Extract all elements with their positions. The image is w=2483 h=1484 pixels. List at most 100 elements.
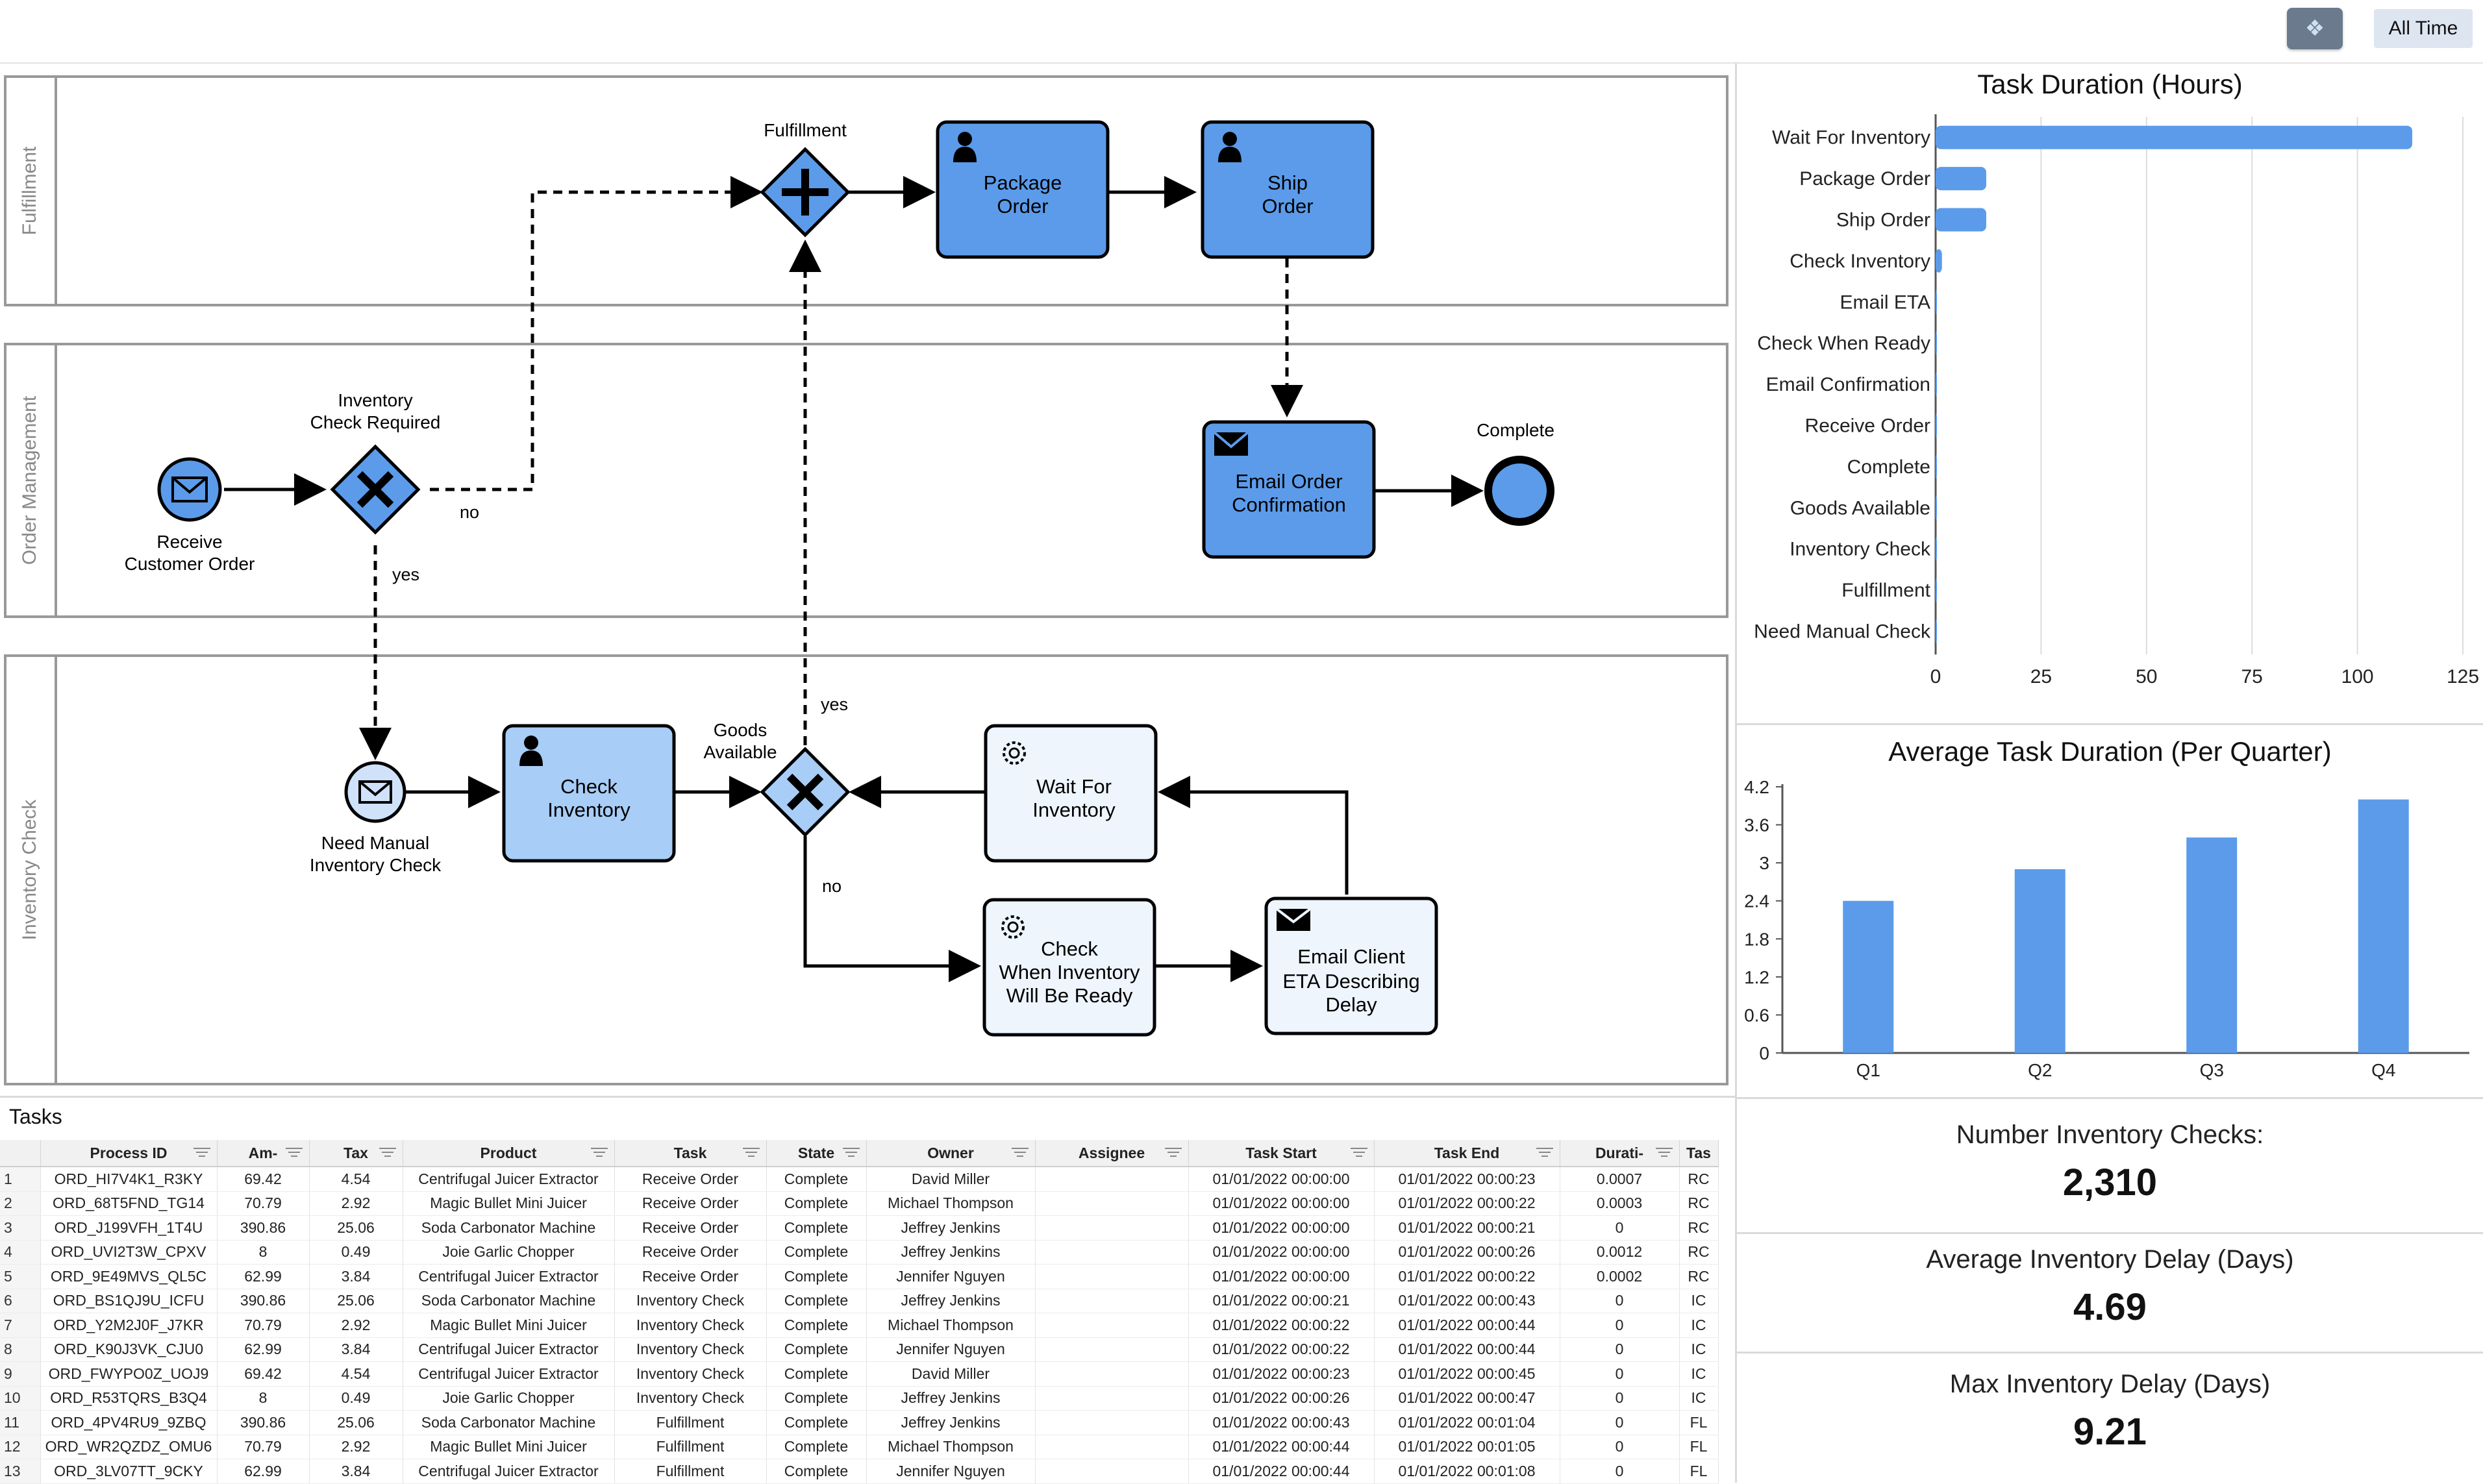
column-header[interactable]: Am- <box>217 1140 310 1167</box>
fulfillment-gateway[interactable]: Fulfillment <box>760 120 851 238</box>
x-tick-label: Q4 <box>2371 1060 2395 1080</box>
bar[interactable] <box>1936 414 1937 438</box>
table-cell: Michael Thompson <box>866 1191 1036 1216</box>
filter-icon[interactable] <box>842 1148 860 1158</box>
table-cell: 01/01/2022 00:00:00 <box>1188 1215 1375 1241</box>
task-label: Confirmation <box>1232 493 1346 516</box>
row-number: 12 <box>0 1435 41 1459</box>
bar[interactable] <box>1936 537 1937 561</box>
bar[interactable] <box>1843 900 1894 1053</box>
column-header[interactable]: Assignee <box>1035 1140 1189 1167</box>
table-cell: Receive Order <box>614 1215 767 1241</box>
filter-icon[interactable] <box>1655 1148 1673 1158</box>
bar[interactable] <box>2014 869 2065 1053</box>
task-ship-order[interactable]: Ship Order <box>1201 120 1375 259</box>
bar[interactable] <box>1936 373 1937 397</box>
column-header[interactable]: Durati- <box>1560 1140 1680 1167</box>
event-need-manual-inventory-check[interactable]: Need Manual Inventory Check <box>310 761 442 875</box>
table-cell: ORD_HI7V4K1_R3KY <box>40 1167 218 1192</box>
snapshot-button[interactable]: ❖ <box>2287 8 2343 49</box>
filter-icon[interactable] <box>1164 1148 1182 1158</box>
table-cell <box>1035 1167 1189 1192</box>
column-header[interactable]: Product <box>403 1140 615 1167</box>
table-cell: 01/01/2022 00:00:43 <box>1374 1289 1560 1313</box>
bar[interactable] <box>1936 331 1937 355</box>
time-filter-button[interactable]: All Time <box>2374 9 2473 48</box>
table-cell: 0.0002 <box>1560 1264 1680 1289</box>
task-email-order-confirmation[interactable]: Email Order Confirmation <box>1202 420 1376 559</box>
gateway-goods-available[interactable]: Goods Available <box>703 720 851 837</box>
column-header[interactable]: Process ID <box>40 1140 218 1167</box>
bar[interactable] <box>1936 167 1986 191</box>
filter-icon[interactable] <box>590 1148 608 1158</box>
column-header-label: State <box>797 1144 835 1161</box>
bar[interactable] <box>2358 799 2409 1053</box>
table-cell: Complete <box>766 1410 867 1435</box>
bar[interactable] <box>1936 578 1937 602</box>
column-header[interactable]: Tax <box>309 1140 403 1167</box>
bar[interactable] <box>1936 496 1937 520</box>
column-header[interactable]: Tas <box>1679 1140 1719 1167</box>
bar[interactable] <box>1936 290 1937 314</box>
table-cell: ORD_FWYPO0Z_UOJ9 <box>40 1361 218 1387</box>
filter-icon[interactable] <box>1536 1148 1553 1158</box>
panel-divider[interactable] <box>1735 64 1737 1483</box>
table-cell: 0 <box>1560 1289 1680 1313</box>
task-package-order[interactable]: Package Order <box>936 120 1110 259</box>
bar[interactable] <box>1936 619 1937 643</box>
table-cell: Jeffrey Jenkins <box>866 1386 1036 1411</box>
column-header[interactable]: Task End <box>1374 1140 1560 1167</box>
task-wait-for-inventory[interactable]: Wait For Inventory <box>984 724 1158 863</box>
filter-icon[interactable] <box>285 1148 303 1158</box>
bar[interactable] <box>1936 454 1937 478</box>
end-event-complete[interactable]: Complete <box>1477 420 1554 526</box>
bar[interactable] <box>2186 837 2238 1053</box>
column-header[interactable]: State <box>766 1140 867 1167</box>
task-label: Order <box>1262 195 1313 217</box>
table-cell: Complete <box>766 1386 867 1411</box>
task-check-when-inventory-ready[interactable]: Check When Inventory Will Be Ready <box>982 898 1156 1037</box>
table-cell <box>1035 1289 1189 1313</box>
column-header-label: Assignee <box>1078 1144 1145 1161</box>
filter-icon[interactable] <box>379 1148 396 1158</box>
column-header[interactable]: Owner <box>866 1140 1036 1167</box>
column-header[interactable]: Task Start <box>1188 1140 1375 1167</box>
table-cell: Jeffrey Jenkins <box>866 1410 1036 1435</box>
task-label: When Inventory <box>999 961 1140 983</box>
filter-icon[interactable] <box>742 1148 760 1158</box>
bar[interactable] <box>1936 208 1986 232</box>
task-email-client-eta[interactable]: Email Client ETA Describing Delay <box>1264 897 1438 1035</box>
gateway-inventory-check-required[interactable]: Inventory Check Required <box>310 390 441 535</box>
column-header[interactable]: Task <box>614 1140 767 1167</box>
user-icon <box>953 132 977 162</box>
bar[interactable] <box>1936 249 1942 273</box>
table-cell: 01/01/2022 00:00:44 <box>1374 1313 1560 1338</box>
event-label: Receive <box>156 532 222 552</box>
start-event-receive-order[interactable]: Receive Customer Order <box>125 457 255 574</box>
filter-icon[interactable] <box>1350 1148 1367 1158</box>
table-cell: 25.06 <box>309 1289 403 1313</box>
task-check-inventory[interactable]: Check Inventory <box>502 724 676 863</box>
table-cell: 4.54 <box>309 1167 403 1192</box>
filter-icon[interactable] <box>193 1148 210 1158</box>
category-label: Package Order <box>1799 168 1930 190</box>
bar[interactable] <box>1936 125 2413 149</box>
filter-icon[interactable] <box>1011 1148 1029 1158</box>
table-cell: 01/01/2022 00:00:00 <box>1188 1264 1375 1289</box>
event-label: Complete <box>1477 420 1554 440</box>
table-cell: 3.84 <box>309 1264 403 1289</box>
